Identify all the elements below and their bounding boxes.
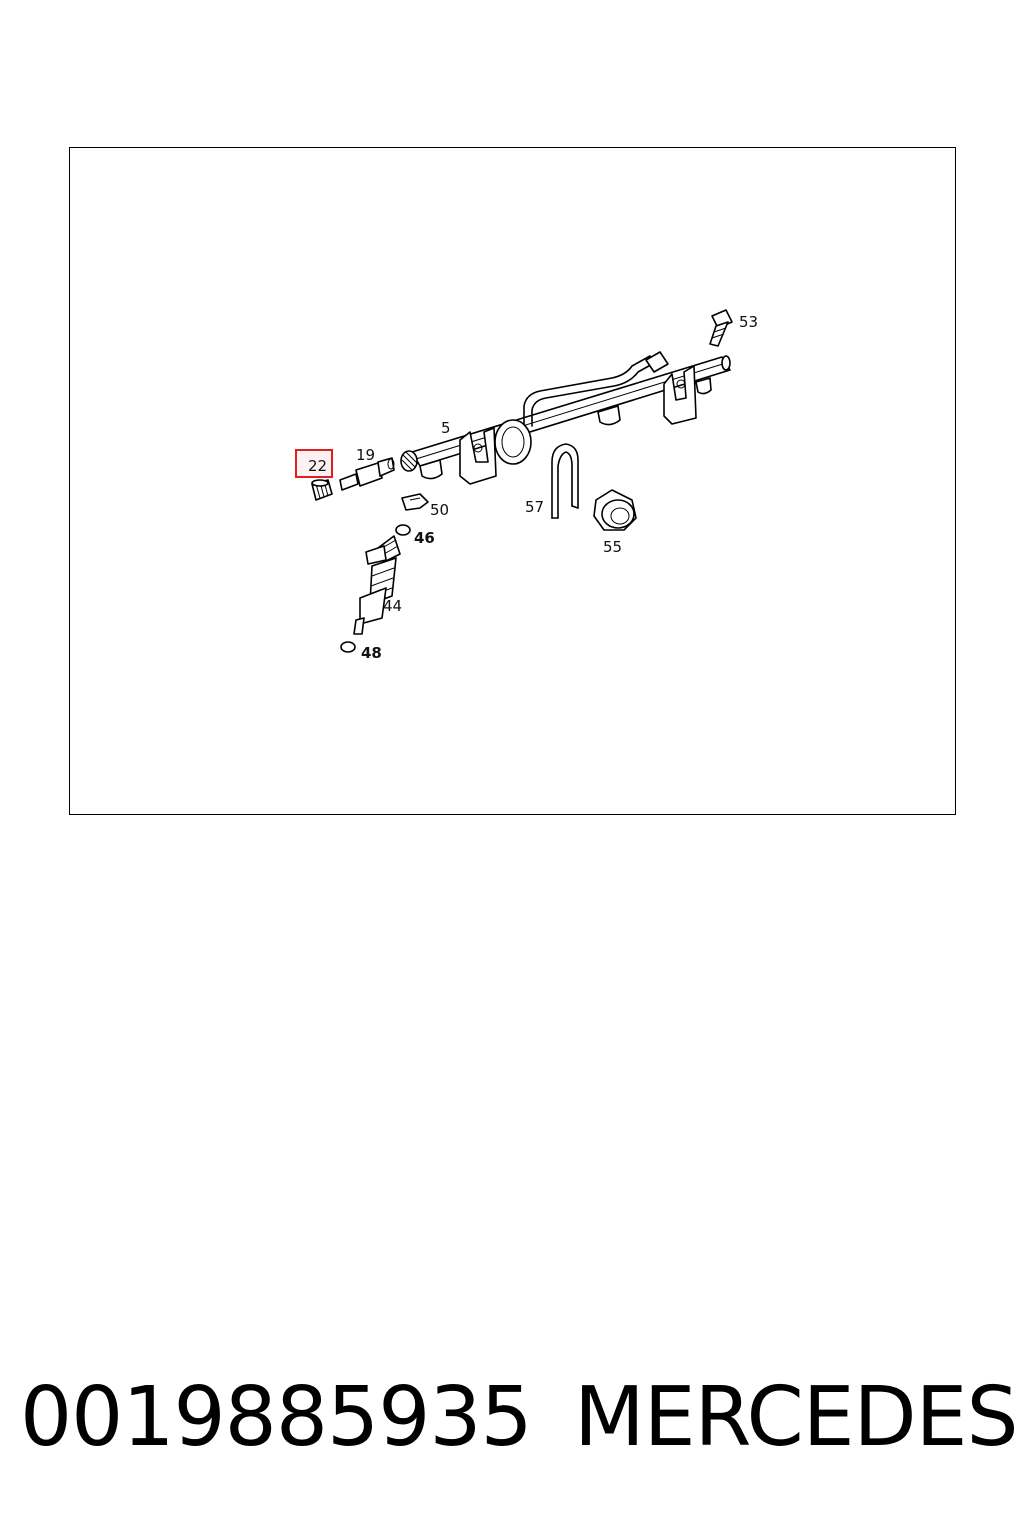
- diagram-frame: [69, 147, 956, 815]
- callout-57: 57: [525, 498, 544, 516]
- part-number: 0019885935: [20, 1370, 533, 1465]
- highlight-box-22: [295, 449, 333, 478]
- callout-19: 19: [356, 446, 375, 464]
- fuel-rail: [400, 351, 731, 485]
- cap-22: [311, 479, 333, 501]
- callout-5: 5: [441, 419, 451, 437]
- o-ring-48: [340, 641, 356, 653]
- test-valve-19: [339, 457, 395, 491]
- callout-50: 50: [430, 501, 449, 519]
- callout-46: 46: [414, 529, 435, 547]
- callout-44: 44: [383, 597, 402, 615]
- o-ring-46: [395, 524, 411, 536]
- damper-55: [593, 489, 637, 531]
- bolt-53: [709, 309, 733, 347]
- callout-53: 53: [739, 313, 758, 331]
- injector-44: [353, 535, 401, 635]
- callout-22: 22: [308, 457, 327, 475]
- clip-50: [401, 493, 429, 511]
- brand-name: MERCEDES: [574, 1370, 1019, 1465]
- callout-48: 48: [361, 644, 382, 662]
- retaining-clip-57: [551, 443, 579, 519]
- caption-bar: 0019885935 MERCEDES: [0, 1368, 1024, 1468]
- callout-55: 55: [603, 538, 622, 556]
